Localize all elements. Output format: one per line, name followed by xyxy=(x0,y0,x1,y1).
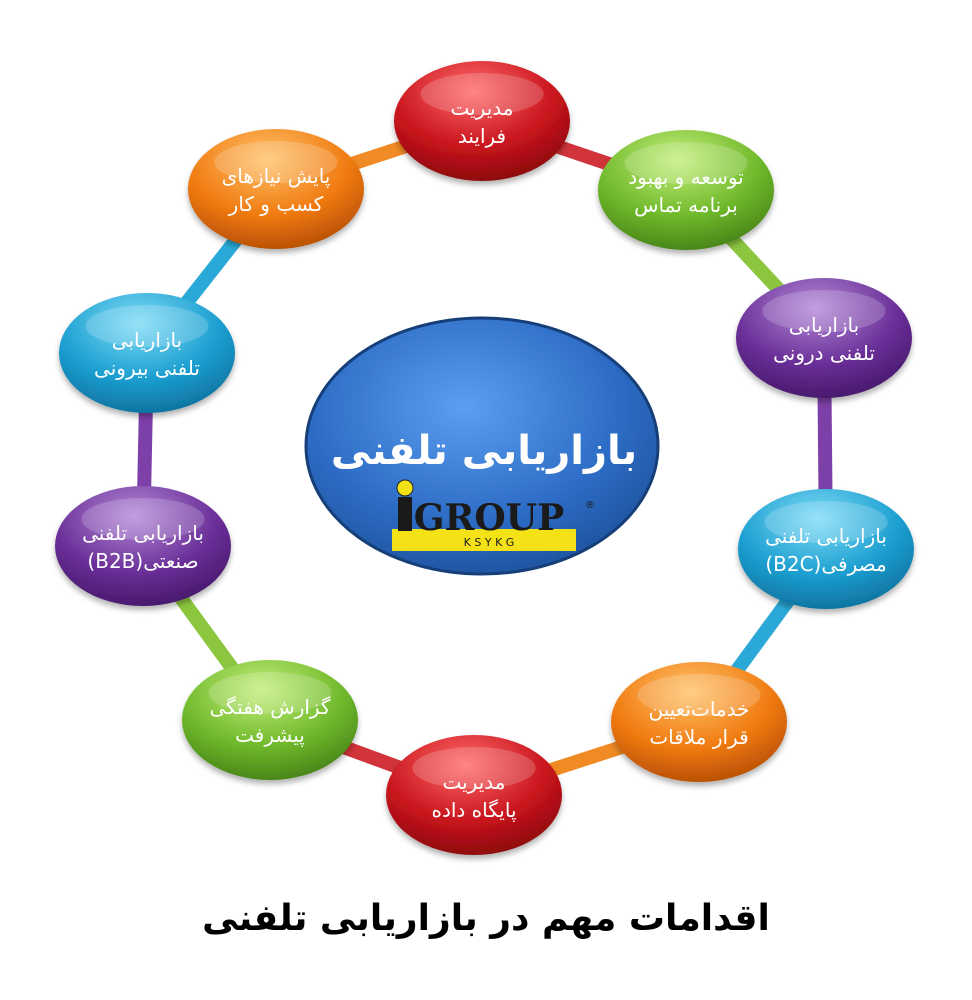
cycle-node: بازاریابی تلفنی مصرفی(B2C) xyxy=(738,489,914,609)
node-gloss xyxy=(624,142,748,184)
node-label-line: پایش نیازهای xyxy=(222,164,331,189)
node-bubble xyxy=(736,278,912,398)
node-label-line: قرار ملاقات xyxy=(649,725,748,749)
node-bubble xyxy=(59,293,235,413)
cycle-node: بازاریابی تلفنی درونی xyxy=(736,278,912,398)
node-label-line: پیشرفت xyxy=(235,723,305,748)
node-gloss xyxy=(637,674,761,716)
node-label-line: مصرفی(B2C) xyxy=(765,552,886,576)
cycle-node: بازاریابی تلفنی بیرونی xyxy=(59,293,235,413)
cycle-node: خدمات‌تعیین قرار ملاقات xyxy=(611,662,787,782)
node-gloss xyxy=(762,290,886,332)
node-bubble xyxy=(188,129,364,249)
cycle-nodes: مدیریت فرایند توسعه و بهبود برنامه تماس بازا… xyxy=(55,61,914,855)
cycle-node: توسعه و بهبود برنامه تماس xyxy=(598,130,774,250)
cycle-node: مدیریت پایگاه داده xyxy=(386,735,562,855)
node-bubble xyxy=(611,662,787,782)
logo-registered-mark: ® xyxy=(585,500,595,511)
node-label-line: بازاریابی xyxy=(112,328,182,352)
node-bubble xyxy=(394,61,570,181)
node-label-line: بازاریابی تلفنی xyxy=(82,521,204,545)
node-bubble xyxy=(598,130,774,250)
node-gloss xyxy=(81,498,205,540)
center-circle: بازاریابی تلفنی GROUP ® K S Y K G xyxy=(304,316,660,576)
logo-subtitle: K S Y K G xyxy=(464,536,515,549)
node-gloss xyxy=(214,141,338,183)
node-label-line: برنامه تماس xyxy=(634,193,738,217)
node-label-line: صنعتی(B2B) xyxy=(87,549,198,573)
logo-word: GROUP xyxy=(414,497,565,539)
node-gloss xyxy=(85,305,209,347)
node-bubble xyxy=(182,660,358,780)
node-label-line: مدیریت xyxy=(442,770,505,794)
node-label-line: بازاریابی تلفنی xyxy=(765,524,887,548)
node-label-line: کسب و کار xyxy=(228,192,324,216)
diagram-caption: اقدامات مهم در بازاریابی تلفنی xyxy=(202,898,770,939)
cycle-node: پایش نیازهای کسب و کار xyxy=(188,129,364,249)
node-bubble xyxy=(738,489,914,609)
cycle-node: گزارش هفتگی پیشرفت xyxy=(182,660,358,780)
node-gloss xyxy=(208,672,332,714)
node-label-line: مدیریت xyxy=(450,96,513,120)
node-label-line: فرایند xyxy=(458,124,506,148)
node-bubble xyxy=(386,735,562,855)
cycle-node: بازاریابی تلفنی صنعتی(B2B) xyxy=(55,486,231,606)
node-label-line: بازاریابی xyxy=(789,313,859,337)
node-label-line: تلفنی بیرونی xyxy=(94,356,200,380)
node-label-line: تلفنی درونی xyxy=(773,341,875,365)
node-label-line: گزارش هفتگی xyxy=(210,695,331,719)
node-gloss xyxy=(412,747,536,789)
igroup-logo: GROUP ® K S Y K G xyxy=(392,479,595,551)
node-gloss xyxy=(764,501,888,543)
node-label-line: پایگاه داده xyxy=(431,798,516,823)
cycle-node: مدیریت فرایند xyxy=(394,61,570,181)
node-label-line: توسعه و بهبود xyxy=(628,165,743,189)
node-gloss xyxy=(420,73,544,115)
center-title: بازاریابی تلفنی xyxy=(331,428,637,474)
node-label-line: خدمات‌تعیین xyxy=(648,697,749,721)
node-bubble xyxy=(55,486,231,606)
